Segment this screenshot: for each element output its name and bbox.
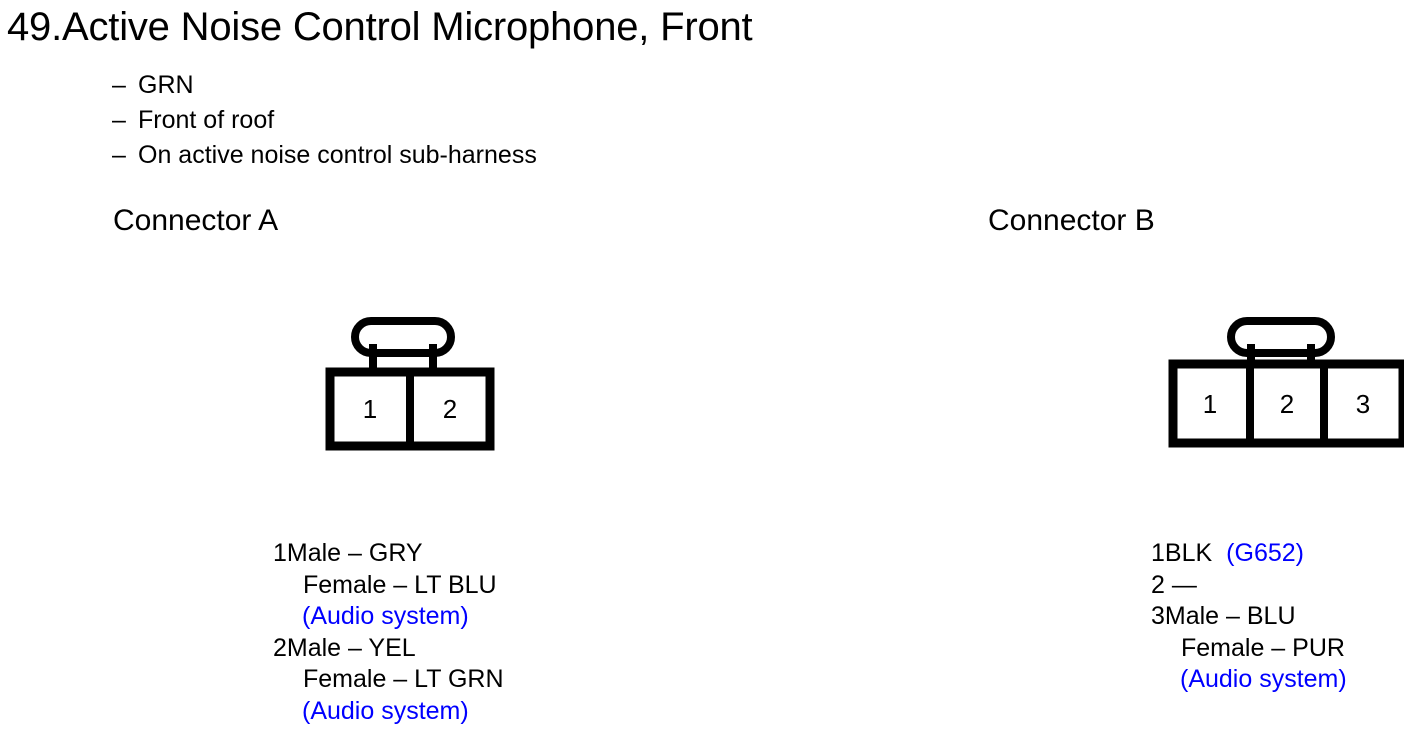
bullet-item: –On active noise control sub-harness: [112, 138, 537, 173]
cavity-label-1: 1: [363, 394, 377, 424]
bullet-text: GRN: [138, 71, 194, 99]
connector-b-svg: 1 2 3: [1168, 317, 1404, 448]
cavity-divider: [406, 372, 414, 446]
connector-b-heading: Connector B: [988, 204, 1155, 237]
bullet-text: On active noise control sub-harness: [138, 141, 537, 169]
description-bullet-list: –GRN –Front of roof –On active noise con…: [112, 68, 537, 173]
clip-head-outline: [1227, 317, 1335, 357]
clip-neck-right: [1307, 344, 1315, 371]
bullet-item: –GRN: [112, 68, 537, 103]
connector-a-svg: 1 2: [325, 317, 495, 451]
pin-legend-note: (Audio system): [1180, 665, 1347, 693]
cavity-label-2: 2: [1280, 389, 1294, 419]
pin-legend-note: (Audio system): [302, 696, 469, 725]
connector-a-pin-legend: 1Male – GRY Female – LT BLU (Audio syste…: [273, 538, 504, 727]
bullet-item: –Front of roof: [112, 103, 537, 138]
pin-legend-line: 3Male – BLU: [1151, 602, 1296, 630]
clip-neck-left: [1247, 344, 1255, 371]
clip-head-outline: [351, 317, 455, 357]
connector-a-heading: Connector A: [113, 204, 279, 237]
connector-a-diagram: 1 2: [316, 308, 516, 463]
pin-legend-line: 2 —: [1151, 570, 1197, 599]
en-dash-icon: –: [112, 106, 126, 134]
cavity-divider: [1320, 364, 1328, 443]
cavity-label-1: 1: [1203, 389, 1217, 419]
connector-body-outline: [1168, 359, 1404, 448]
en-dash-icon: –: [112, 141, 126, 169]
pin-legend-line: 1BLK (G652): [1151, 538, 1347, 570]
pin-legend-line: 2Male – YEL: [273, 633, 416, 662]
cavity-divider: [1246, 364, 1254, 443]
pin-legend-line: 1Male – GRY: [273, 539, 423, 567]
pin-legend-line: Female – LT GRN: [303, 665, 504, 693]
clip-neck-left: [369, 344, 377, 378]
cavity-label-3: 3: [1356, 389, 1370, 419]
bullet-text: Front of roof: [138, 106, 275, 134]
en-dash-icon: –: [112, 71, 126, 99]
connector-b-pin-legend: 1BLK(G652) 2 — 3Male – BLU Female – PUR …: [1151, 538, 1347, 696]
clip-neck-right: [429, 344, 437, 378]
pin-legend-line: Female – LT BLU: [303, 570, 497, 599]
ground-reference: (G652): [1226, 539, 1304, 567]
connector-b-diagram: 1 2 3: [1163, 308, 1404, 463]
pin-legend-text: 1BLK: [1151, 539, 1213, 567]
pin-legend-line: Female – PUR: [1181, 633, 1345, 662]
pin-legend-note: (Audio system): [302, 602, 469, 630]
page-title: 49.Active Noise Control Microphone, Fron…: [7, 5, 753, 49]
cavity-label-2: 2: [443, 394, 457, 424]
